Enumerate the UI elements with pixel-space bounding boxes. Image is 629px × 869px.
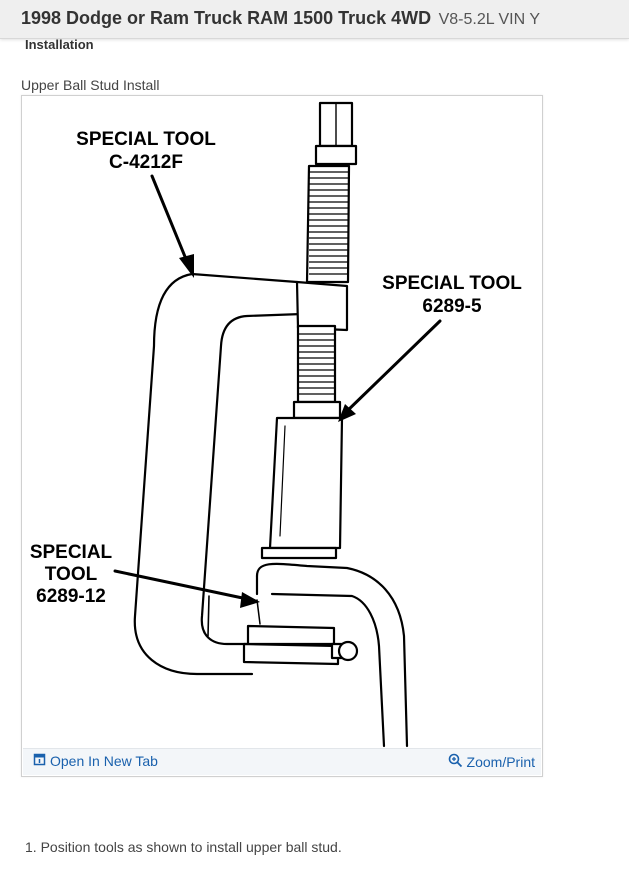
figure-container: SPECIAL TOOL C-4212F SPECIAL TOOL 6289-5… bbox=[21, 95, 543, 777]
label-628912-line2: TOOL bbox=[45, 564, 98, 585]
label-628912-line3: 6289-12 bbox=[36, 586, 106, 607]
page-header: 1998 Dodge or Ram Truck RAM 1500 Truck 4… bbox=[0, 0, 629, 39]
figure-toolbar: Open In New Tab Zoom/Print bbox=[23, 748, 541, 775]
step-1-text: 1. Position tools as shown to install up… bbox=[25, 839, 342, 855]
zoom-icon bbox=[448, 753, 463, 771]
label-62895-line1: SPECIAL TOOL bbox=[382, 273, 522, 294]
zoom-print-link[interactable]: Zoom/Print bbox=[448, 753, 535, 771]
vehicle-engine: V8-5.2L VIN Y bbox=[438, 11, 540, 28]
open-new-tab-icon bbox=[33, 753, 46, 769]
vehicle-title-main: 1998 Dodge or Ram Truck RAM 1500 Truck 4… bbox=[21, 8, 432, 28]
section-title: Installation bbox=[25, 37, 94, 52]
open-in-new-tab-label: Open In New Tab bbox=[50, 753, 158, 769]
ball-stud-install-diagram[interactable]: SPECIAL TOOL C-4212F SPECIAL TOOL 6289-5… bbox=[22, 96, 542, 748]
label-62895-line2: 6289-5 bbox=[422, 296, 482, 317]
label-628912-line1: SPECIAL bbox=[30, 542, 113, 563]
open-in-new-tab-link[interactable]: Open In New Tab bbox=[33, 753, 158, 769]
label-c4212f-line1: SPECIAL TOOL bbox=[76, 129, 216, 150]
label-c4212f-line2: C-4212F bbox=[109, 152, 183, 173]
zoom-print-label: Zoom/Print bbox=[466, 754, 535, 770]
vehicle-title: 1998 Dodge or Ram Truck RAM 1500 Truck 4… bbox=[21, 8, 540, 29]
figure-caption: Upper Ball Stud Install bbox=[21, 77, 160, 93]
